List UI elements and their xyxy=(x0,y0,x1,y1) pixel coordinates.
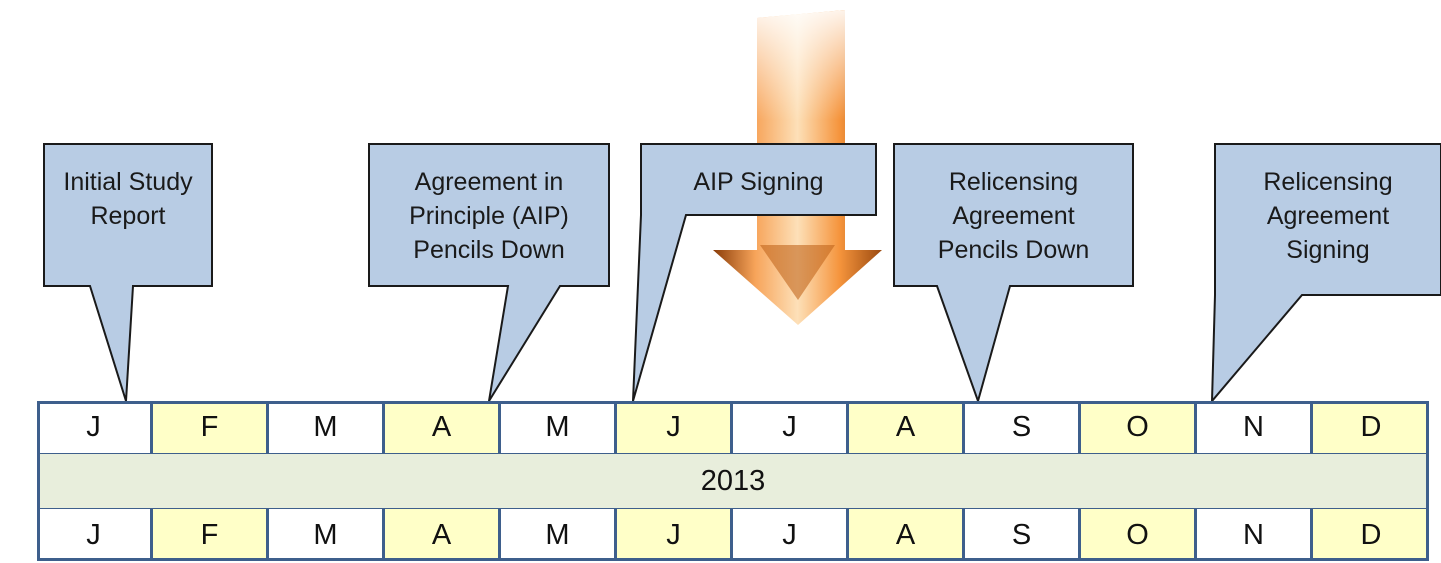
callout-aip-pencils-down: Agreement in Principle (AIP) Pencils Dow… xyxy=(409,168,569,264)
month-cell: J xyxy=(733,401,849,454)
month-cell: F xyxy=(153,401,269,454)
callout-shape-aip-pencils-down xyxy=(368,143,610,402)
callout-shape-initial-study-report xyxy=(43,143,213,402)
month-cell: O xyxy=(1081,509,1197,561)
month-cell: A xyxy=(385,509,501,561)
month-cell: M xyxy=(501,401,617,454)
month-row-bottom: J F M A M J J A S O N D xyxy=(37,509,1429,561)
month-cell: D xyxy=(1313,509,1429,561)
callout-initial-study-report: Initial Study Report xyxy=(63,168,193,230)
month-cell: A xyxy=(849,509,965,561)
month-cell: F xyxy=(153,509,269,561)
timeline-table: J F M A M J J A S O N D 2013 J F M A M J… xyxy=(37,401,1429,561)
month-cell: J xyxy=(37,401,153,454)
month-cell: M xyxy=(269,509,385,561)
month-cell: J xyxy=(617,509,733,561)
month-cell: M xyxy=(269,401,385,454)
callout-shape-relicensing-signing xyxy=(1210,143,1441,404)
callout-relicensing-signing: Relicensing Agreement Signing xyxy=(1263,168,1393,264)
callout-aip-signing: AIP Signing xyxy=(693,168,824,196)
callout-relicensing-pencils-down: Relicensing Agreement Pencils Down xyxy=(937,168,1090,264)
month-cell: J xyxy=(733,509,849,561)
month-cell: A xyxy=(849,401,965,454)
month-cell: D xyxy=(1313,401,1429,454)
month-row-top: J F M A M J J A S O N D xyxy=(37,401,1429,454)
year-row: 2013 xyxy=(37,454,1429,509)
month-cell: N xyxy=(1197,509,1313,561)
month-cell: A xyxy=(385,401,501,454)
month-cell: M xyxy=(501,509,617,561)
callout-shape-relicensing-pencils-down xyxy=(893,143,1134,405)
callout-shape-aip-signing xyxy=(632,143,877,402)
month-cell: S xyxy=(965,509,1081,561)
month-cell: O xyxy=(1081,401,1197,454)
month-cell: J xyxy=(37,509,153,561)
month-cell: N xyxy=(1197,401,1313,454)
month-cell: S xyxy=(965,401,1081,454)
month-cell: J xyxy=(617,401,733,454)
